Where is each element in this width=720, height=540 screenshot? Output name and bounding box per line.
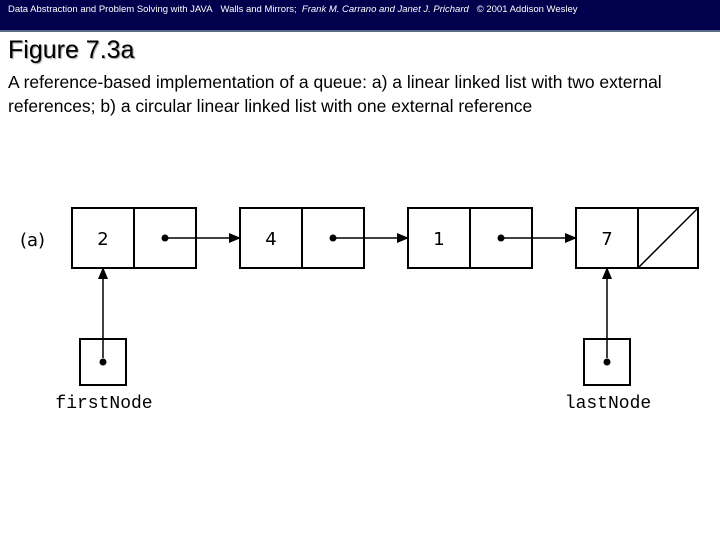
external-reference-last: lastNode <box>565 267 651 414</box>
book-subtitle: Walls and Mirrors; <box>220 4 297 15</box>
null-reference-slash <box>637 207 699 269</box>
next-reference-dot <box>497 234 505 242</box>
header-divider <box>0 30 720 32</box>
external-reference-first: firstNode <box>55 267 153 414</box>
next-reference-dot <box>161 234 169 242</box>
header-bar: Data Abstraction and Problem Solving wit… <box>0 0 720 30</box>
book-title: Data Abstraction and Problem Solving wit… <box>8 4 213 15</box>
slide-caption: A reference-based implementation of a qu… <box>8 72 662 116</box>
node-value: 1 <box>433 229 444 250</box>
node-value: 7 <box>601 229 612 250</box>
reference-dot <box>99 358 107 366</box>
book-authors: Frank M. Carrano and Janet J. Prichard <box>301 4 469 15</box>
reference-label: firstNode <box>55 394 152 414</box>
header-citation: Data Abstraction and Problem Solving wit… <box>8 4 578 15</box>
slide-title: Figure 7.3a <box>8 36 135 64</box>
copyright: © 2001 Addison Wesley <box>476 4 578 15</box>
reference-dot <box>603 358 611 366</box>
part-label: (a) <box>20 230 45 251</box>
list-node: 7 <box>575 207 699 269</box>
node-value: 2 <box>97 229 108 250</box>
next-reference-dot <box>329 234 337 242</box>
reference-label: lastNode <box>565 394 651 414</box>
list-node: 1 <box>407 207 533 269</box>
node-value: 4 <box>265 229 276 250</box>
